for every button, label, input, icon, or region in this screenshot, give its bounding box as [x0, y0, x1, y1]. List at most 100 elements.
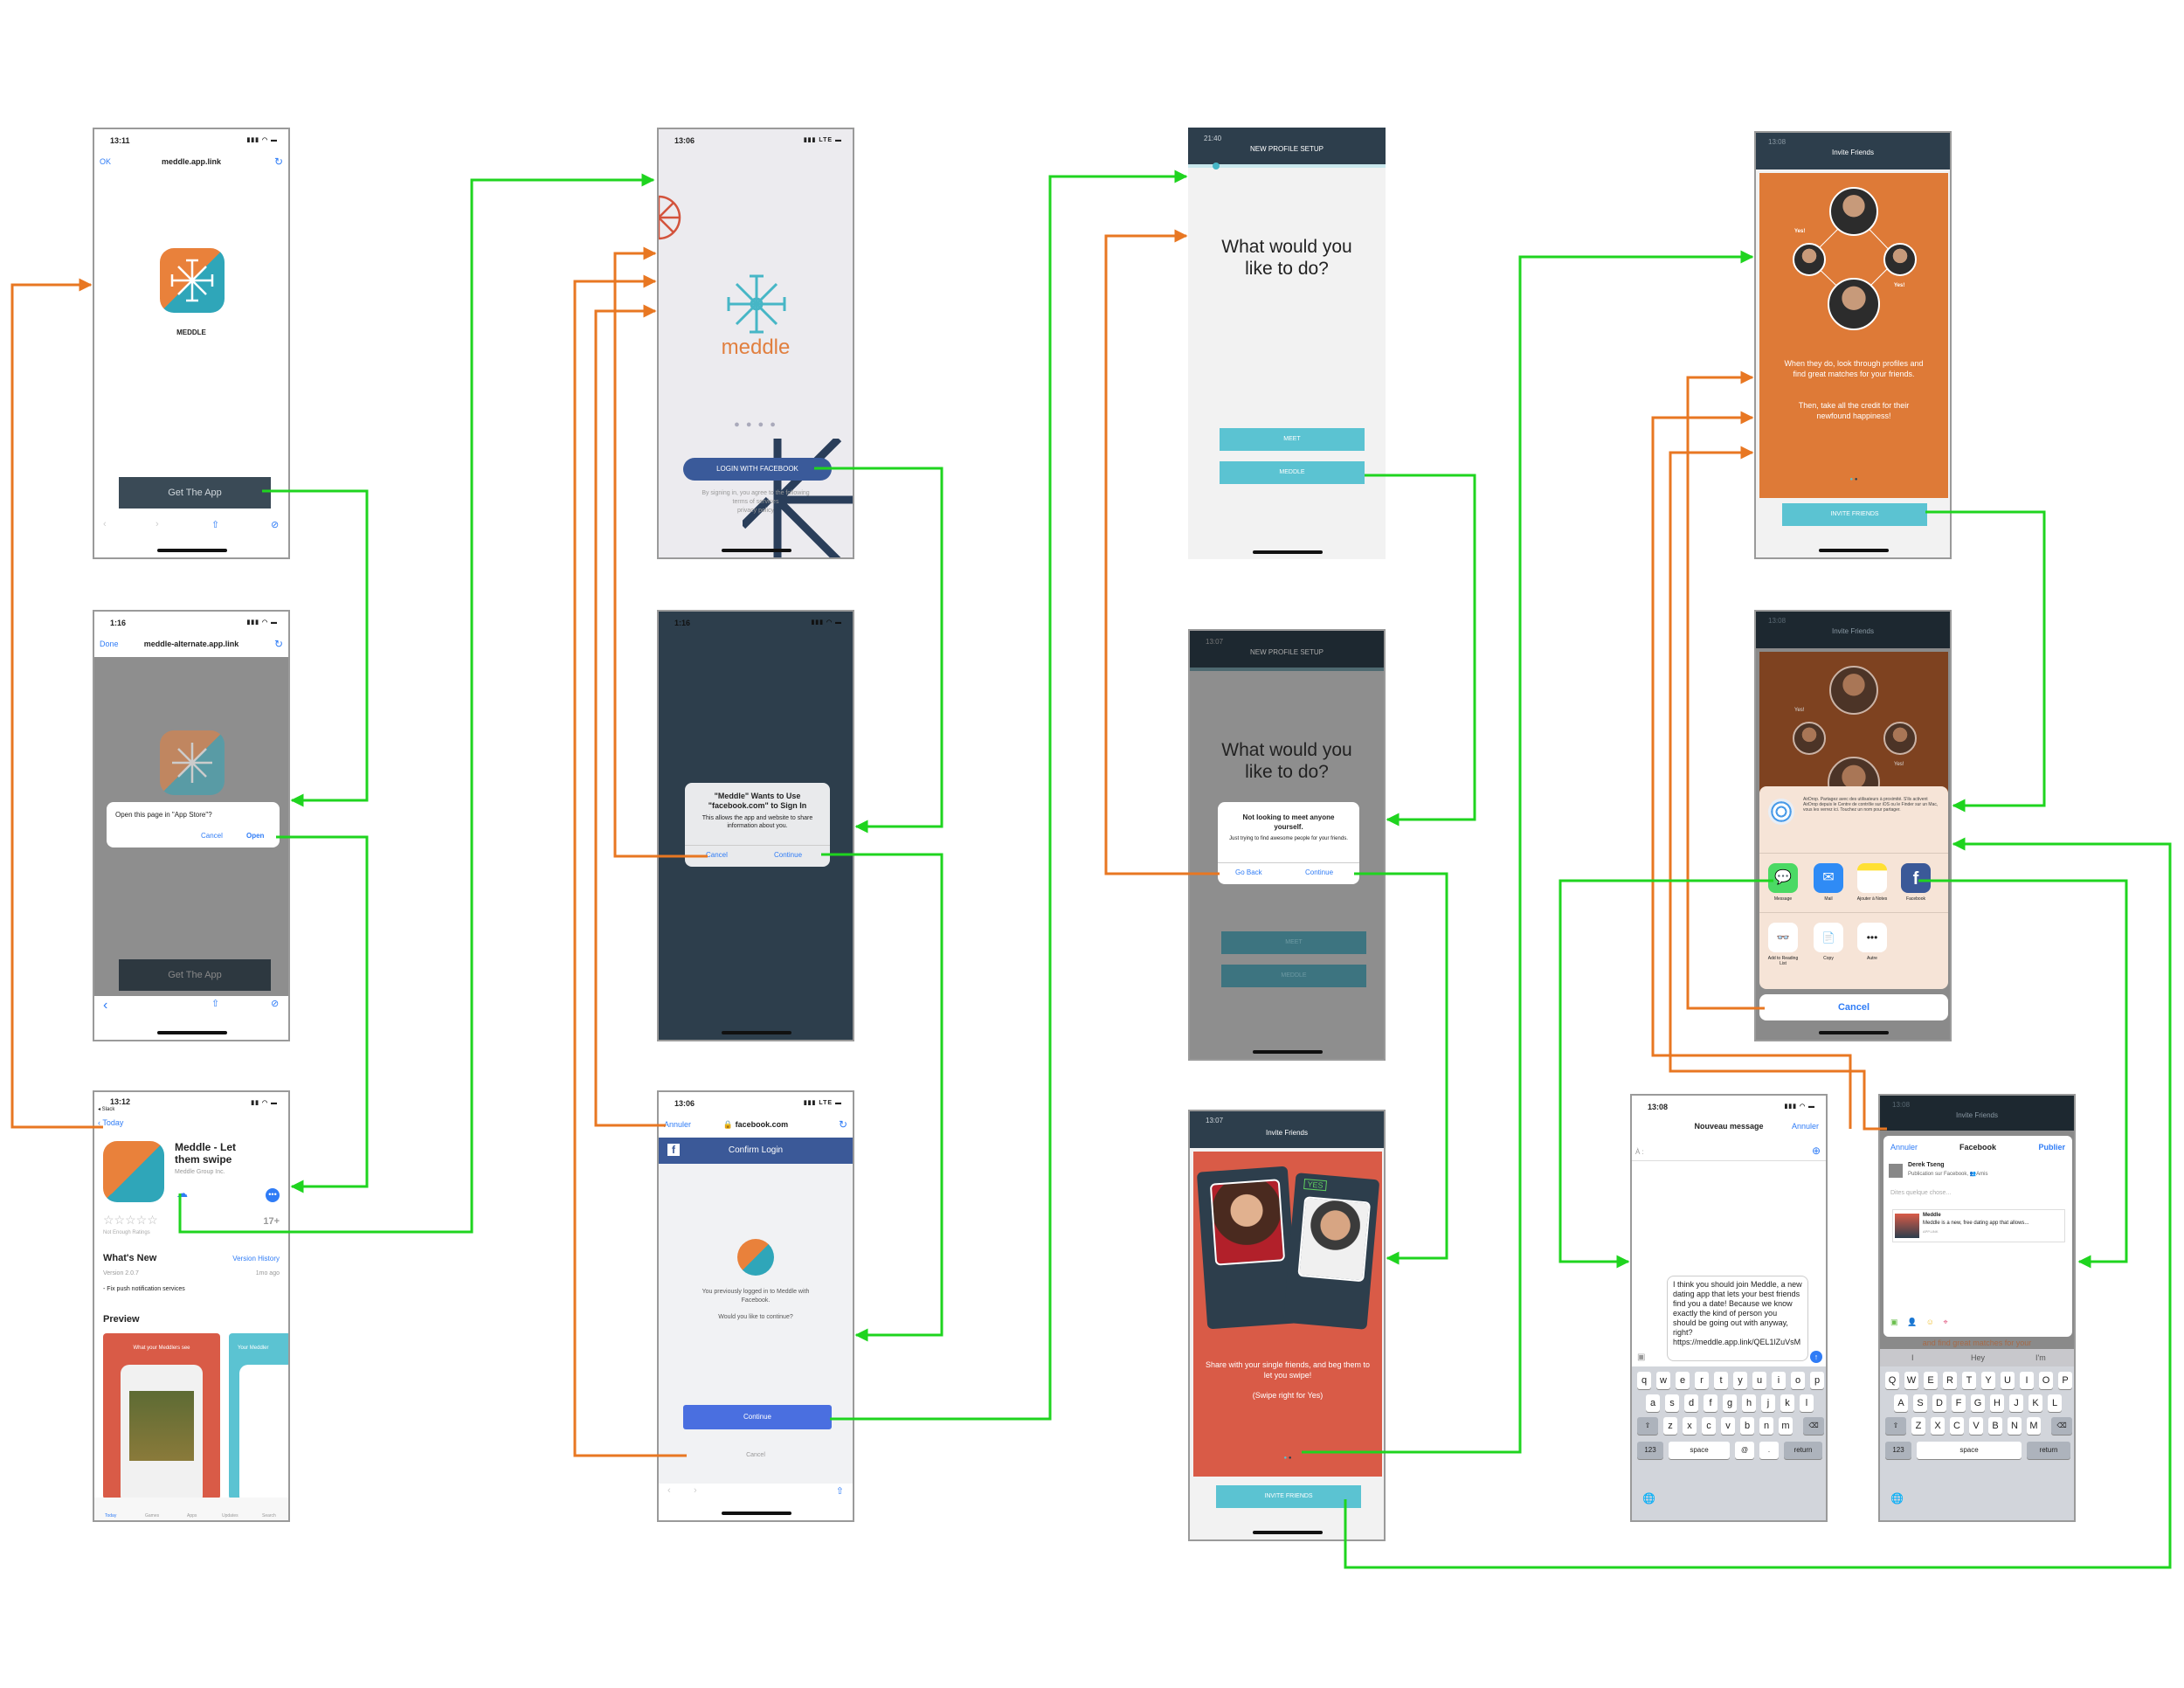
key-z[interactable]: z	[1663, 1417, 1677, 1435]
key-c[interactable]: C	[1950, 1417, 1964, 1435]
key-u[interactable]: U	[2001, 1372, 2015, 1389]
camera-icon[interactable]: ▣	[1637, 1352, 1646, 1362]
continue-button[interactable]: Continue	[774, 851, 803, 859]
key-d[interactable]: d	[1684, 1394, 1698, 1412]
key-b[interactable]: b	[1740, 1417, 1754, 1435]
at-key[interactable]: @	[1735, 1442, 1754, 1459]
airdrop-icon[interactable]	[1768, 799, 1794, 825]
done-button[interactable]: Done	[100, 640, 119, 648]
key-t[interactable]: t	[1714, 1372, 1728, 1389]
globe-icon[interactable]: 🌐	[1890, 1492, 1904, 1505]
key-e[interactable]: e	[1676, 1372, 1690, 1389]
space-key[interactable]: space	[1669, 1442, 1730, 1459]
message-body[interactable]: I think you should join Meddle, a new da…	[1667, 1276, 1808, 1361]
shift-key[interactable]: ⇧	[1637, 1417, 1658, 1435]
facebook-app-icon[interactable]: f	[1901, 863, 1931, 893]
key-a[interactable]: A	[1894, 1394, 1908, 1412]
key-p[interactable]: p	[1810, 1372, 1824, 1389]
copy-icon[interactable]: 📄	[1814, 923, 1843, 952]
key-x[interactable]: x	[1683, 1417, 1697, 1435]
mail-app-icon[interactable]: ✉	[1814, 863, 1843, 893]
key-b[interactable]: B	[1988, 1417, 2002, 1435]
invite-friends-button[interactable]: INVITE FRIENDS	[1216, 1485, 1361, 1508]
key-i[interactable]: i	[1772, 1372, 1786, 1389]
post-input[interactable]: Dites quelque chose...	[1890, 1190, 1952, 1196]
photo-icon[interactable]: ▣	[1890, 1318, 1898, 1326]
meet-button[interactable]: MEET	[1220, 428, 1365, 451]
tag-people-icon[interactable]: 👤	[1907, 1318, 1918, 1326]
key-c[interactable]: c	[1702, 1417, 1716, 1435]
tab-games[interactable]: Games	[145, 1513, 160, 1519]
reload-icon[interactable]: ↻	[838, 1118, 847, 1131]
tab-updates[interactable]: Updates	[222, 1513, 238, 1519]
compass-icon[interactable]: ⊘	[271, 520, 280, 530]
key-t[interactable]: T	[1962, 1372, 1976, 1389]
back-icon[interactable]: ‹	[103, 519, 107, 529]
key-s[interactable]: s	[1665, 1394, 1679, 1412]
download-icon[interactable]: ☁	[176, 1186, 188, 1200]
key-q[interactable]: Q	[1885, 1372, 1899, 1389]
version-history-link[interactable]: Version History	[232, 1255, 280, 1263]
key-k[interactable]: k	[1780, 1394, 1794, 1412]
publish-button[interactable]: Publier	[2038, 1143, 2065, 1152]
get-the-app-button[interactable]: Get The App	[119, 959, 271, 991]
delete-key[interactable]: ⌫	[2051, 1417, 2072, 1435]
tab-today[interactable]: Today	[105, 1513, 117, 1519]
reload-icon[interactable]: ↻	[273, 638, 283, 650]
key-s[interactable]: S	[1913, 1394, 1927, 1412]
cancel-button[interactable]: Cancel	[1759, 994, 1948, 1020]
key-n[interactable]: n	[1759, 1417, 1773, 1435]
meddle-button[interactable]: MEDDLE	[1221, 965, 1366, 987]
key-y[interactable]: y	[1733, 1372, 1747, 1389]
share-icon[interactable]: ⇧	[835, 1486, 844, 1497]
key-w[interactable]: W	[1904, 1372, 1918, 1389]
key-h[interactable]: H	[1990, 1394, 2004, 1412]
location-icon[interactable]: ⌖	[1943, 1318, 1948, 1326]
key-o[interactable]: O	[2039, 1372, 2053, 1389]
return-key[interactable]: return	[1784, 1442, 1822, 1459]
link-preview[interactable]: Meddle Meddle is a new, free dating app …	[1892, 1209, 2065, 1242]
back-today-link[interactable]: ‹ Today	[98, 1118, 124, 1127]
annuler-button[interactable]: Annuler	[1791, 1122, 1819, 1131]
back-icon[interactable]: ‹	[103, 998, 108, 1013]
key-e[interactable]: E	[1924, 1372, 1938, 1389]
privacy-link[interactable]: privacy policy	[736, 508, 774, 514]
shift-key[interactable]: ⇧	[1885, 1417, 1906, 1435]
suggestion-3[interactable]: I'm	[2035, 1353, 2046, 1362]
key-o[interactable]: o	[1791, 1372, 1805, 1389]
key-g[interactable]: g	[1723, 1394, 1737, 1412]
key-x[interactable]: X	[1931, 1417, 1945, 1435]
forward-icon[interactable]: ›	[694, 1485, 697, 1496]
login-with-facebook-button[interactable]: LOGIN WITH FACEBOOK	[683, 458, 832, 481]
numbers-key[interactable]: 123	[1885, 1442, 1911, 1459]
suggestion-1[interactable]: I	[1911, 1353, 1914, 1362]
meddle-button[interactable]: MEDDLE	[1220, 461, 1365, 484]
more-icon[interactable]: •••	[266, 1188, 280, 1202]
continue-button[interactable]: Continue	[683, 1405, 832, 1429]
tab-search[interactable]: Search	[262, 1513, 276, 1519]
key-d[interactable]: D	[1932, 1394, 1946, 1412]
reload-icon[interactable]: ↻	[273, 156, 283, 168]
forward-icon[interactable]: ›	[156, 519, 159, 529]
to-field[interactable]: À : ⊕	[1632, 1145, 1826, 1161]
space-key[interactable]: space	[1917, 1442, 2022, 1459]
key-r[interactable]: r	[1695, 1372, 1709, 1389]
back-icon[interactable]: ‹	[667, 1485, 671, 1496]
numbers-key[interactable]: 123	[1637, 1442, 1663, 1459]
add-contact-icon[interactable]: ⊕	[1811, 1145, 1821, 1157]
key-v[interactable]: V	[1969, 1417, 1983, 1435]
invite-friends-button[interactable]: INVITE FRIENDS	[1782, 503, 1927, 526]
key-l[interactable]: l	[1800, 1394, 1814, 1412]
back-to-slack[interactable]: ◂ Slack	[98, 1107, 115, 1112]
key-j[interactable]: j	[1761, 1394, 1775, 1412]
meet-button[interactable]: MEET	[1221, 931, 1366, 954]
key-v[interactable]: v	[1721, 1417, 1735, 1435]
go-back-button[interactable]: Go Back	[1235, 868, 1262, 876]
open-button[interactable]: Open	[246, 832, 265, 840]
key-f[interactable]: F	[1952, 1394, 1966, 1412]
globe-icon[interactable]: 🌐	[1642, 1492, 1655, 1505]
share-icon[interactable]: ⇧	[211, 999, 220, 1009]
ok-button[interactable]: OK	[100, 157, 112, 166]
key-a[interactable]: a	[1646, 1394, 1660, 1412]
key-f[interactable]: f	[1704, 1394, 1717, 1412]
